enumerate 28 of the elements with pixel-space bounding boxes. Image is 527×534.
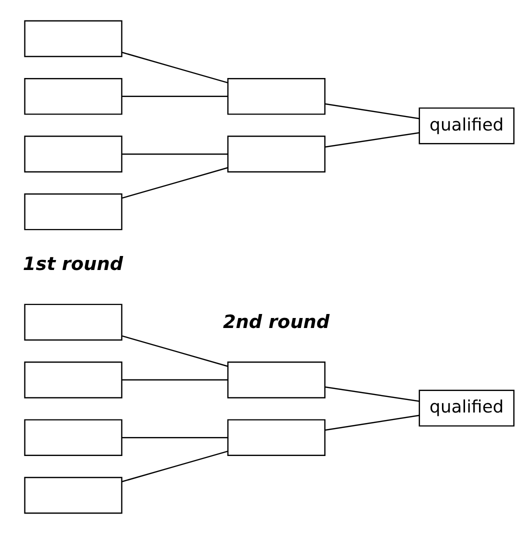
connector <box>122 96 228 97</box>
connector <box>324 103 420 120</box>
node-box <box>227 136 326 172</box>
label: 1st round <box>22 254 124 276</box>
connector <box>122 167 228 199</box>
node-box <box>227 78 326 115</box>
connector <box>122 52 228 84</box>
node-box: qualified <box>418 390 514 427</box>
connector <box>122 335 228 367</box>
node-box: qualified <box>418 107 514 144</box>
node-box <box>227 362 326 398</box>
node-box <box>24 193 122 230</box>
label: 2nd round <box>222 312 330 333</box>
node-box <box>24 136 122 172</box>
connector <box>122 379 228 381</box>
connector <box>122 437 228 438</box>
node-box <box>24 419 122 456</box>
node-box <box>227 419 326 456</box>
node-box <box>24 20 122 58</box>
connector <box>324 386 420 402</box>
connector <box>324 132 420 148</box>
connector <box>122 153 228 155</box>
node-box <box>24 362 122 398</box>
connector <box>122 450 228 482</box>
node-box <box>24 476 122 514</box>
node-box <box>24 78 122 115</box>
connector <box>324 414 420 431</box>
node-box <box>24 304 122 341</box>
